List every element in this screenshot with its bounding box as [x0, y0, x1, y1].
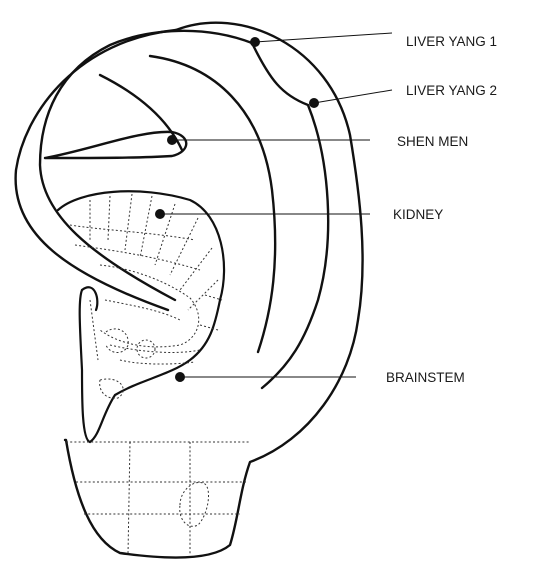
helix-rim-inner: [40, 31, 252, 300]
label-brainstem: BRAINSTEM: [386, 370, 465, 385]
kidney-dot: [155, 209, 165, 219]
label-liver-yang-1: LIVER YANG 1: [406, 34, 497, 49]
label-kidney: KIDNEY: [393, 207, 443, 222]
liver-yang-1-dot: [250, 37, 260, 47]
liver-yang-2-dot: [309, 98, 319, 108]
shen-men-dot: [167, 135, 177, 145]
antihelix-line-2: [150, 56, 275, 352]
triangular-fossa: [45, 132, 186, 158]
point-markers: [155, 37, 319, 382]
brainstem-dot: [175, 372, 185, 382]
label-liver-yang-2: LIVER YANG 2: [406, 83, 497, 98]
concha-outline: [58, 191, 224, 442]
label-shen-men: SHEN MEN: [397, 134, 468, 149]
tragus-outline: [82, 287, 97, 310]
